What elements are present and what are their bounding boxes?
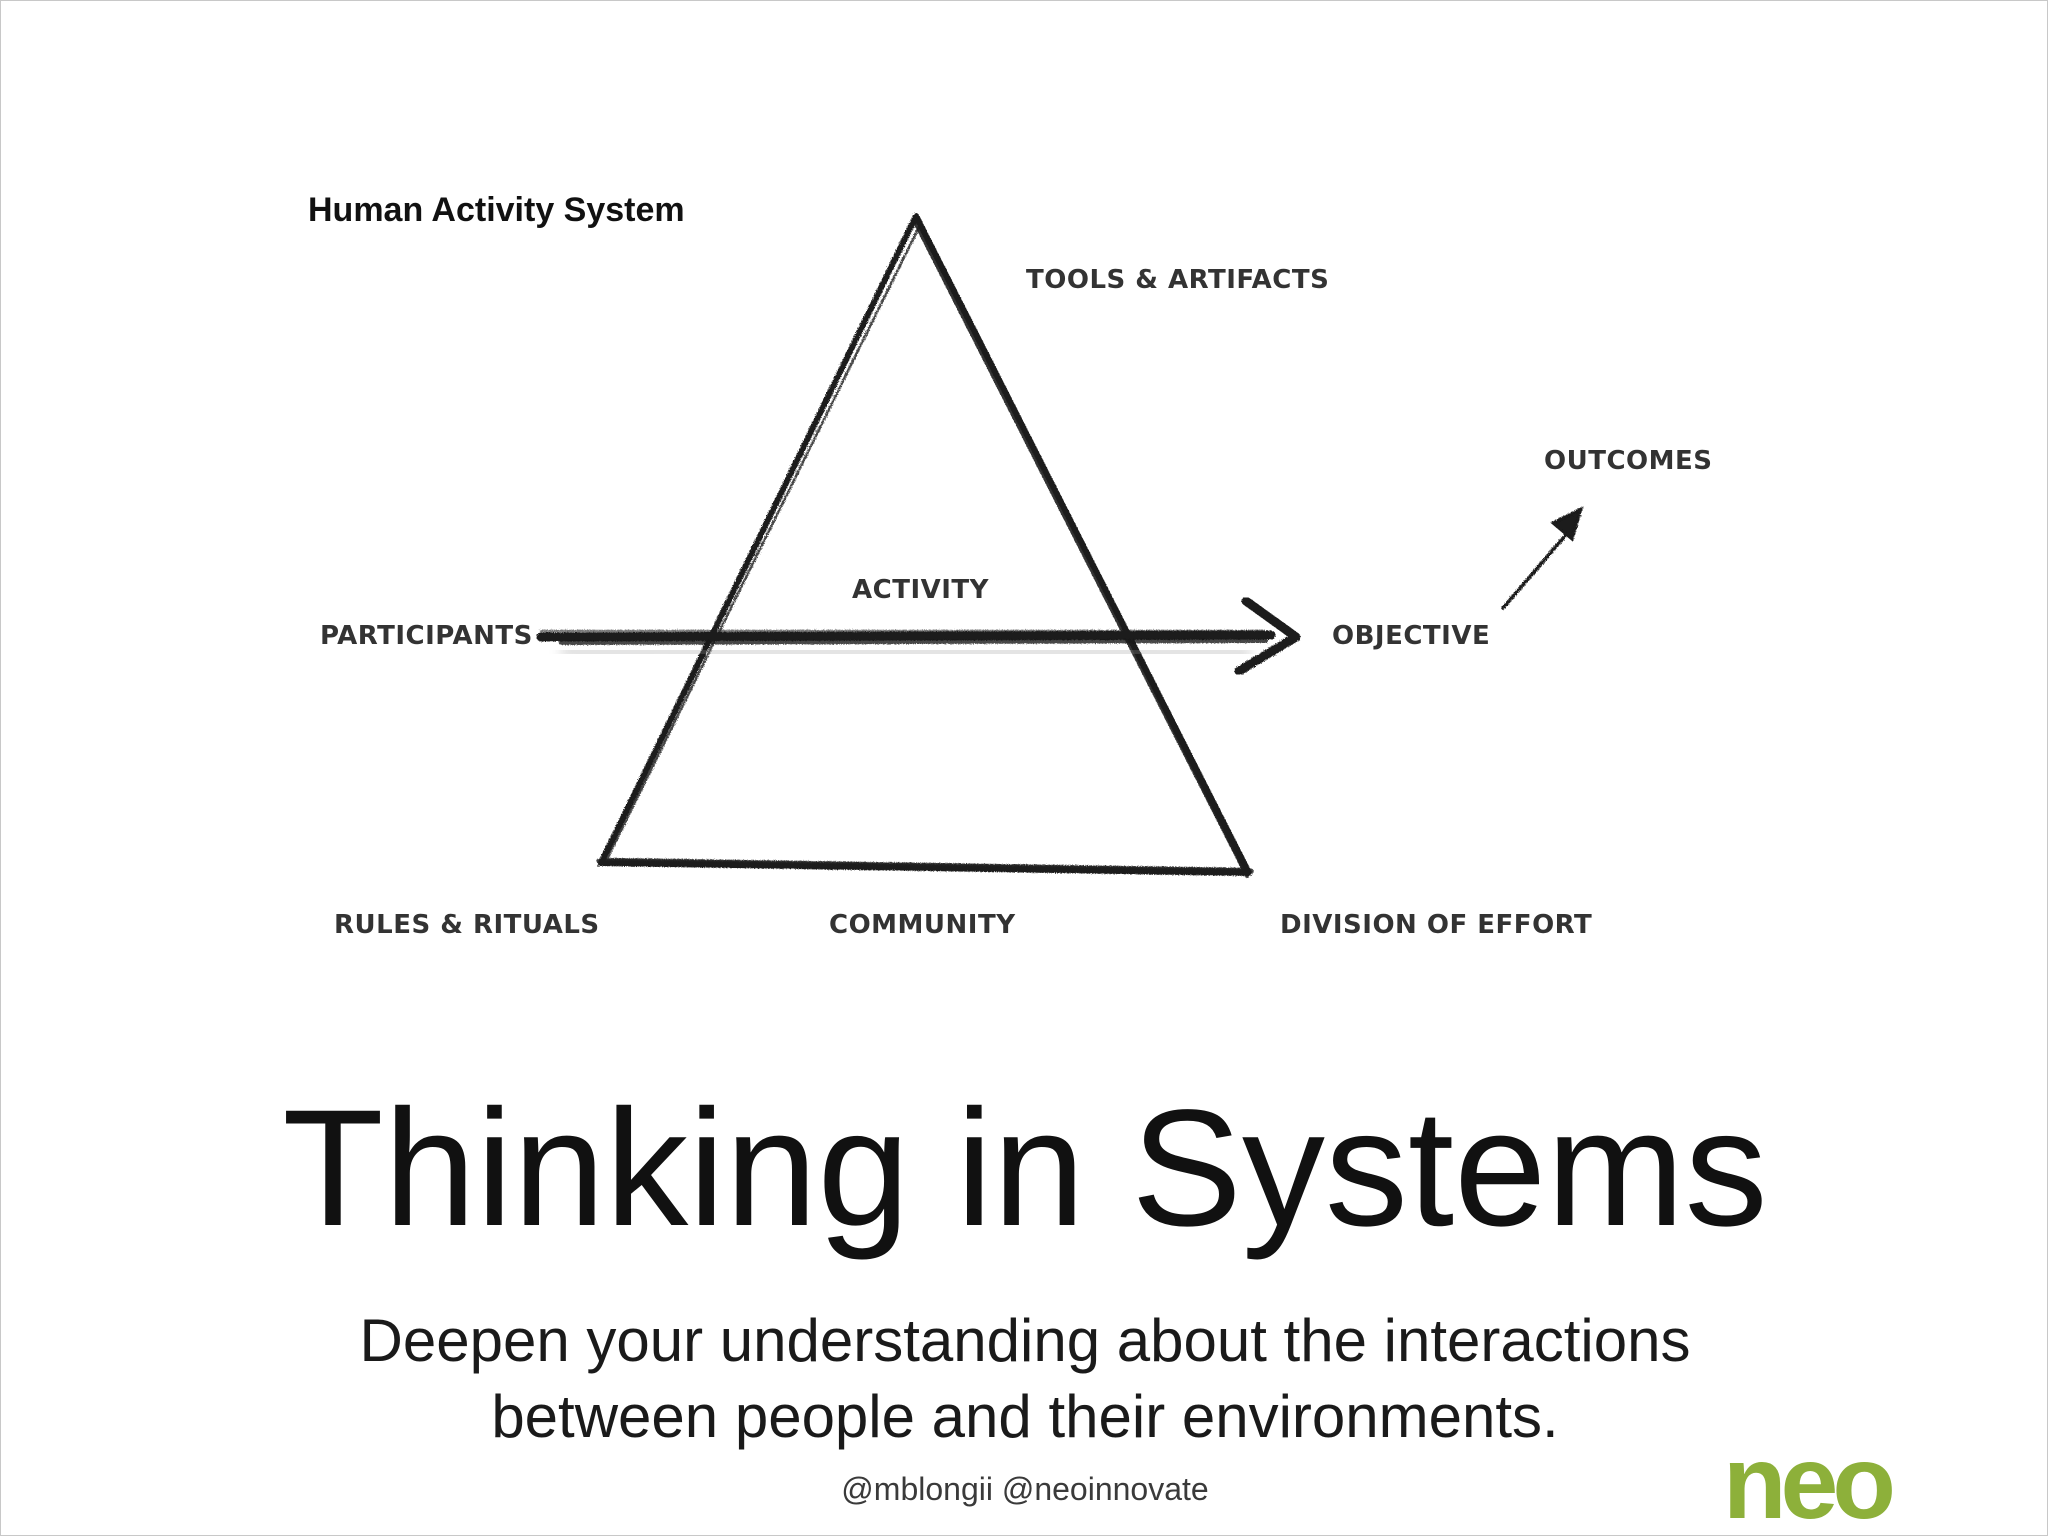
label-community: COMMUNITY bbox=[829, 910, 1016, 940]
social-handles: @mblongii @neoinnovate bbox=[841, 1471, 1209, 1507]
triangle-shape bbox=[596, 213, 1254, 878]
activity-system-diagram: TOOLS & ARTIFACTS OUTCOMES ACTIVITY PART… bbox=[320, 213, 1713, 940]
activity-arrow bbox=[536, 596, 1301, 676]
label-outcomes: OUTCOMES bbox=[1544, 446, 1713, 476]
arrow-shadow bbox=[560, 644, 1252, 660]
label-participants: PARTICIPANTS bbox=[320, 621, 533, 651]
diagram-title: Human Activity System bbox=[308, 191, 685, 229]
label-rules: RULES & RITUALS bbox=[334, 910, 600, 940]
label-activity: ACTIVITY bbox=[852, 575, 990, 605]
neo-logo: neo bbox=[1723, 1425, 1896, 1536]
slide-subtitle: Deepen your understanding about the inte… bbox=[1, 1303, 2047, 1455]
label-division: DIVISION OF EFFORT bbox=[1280, 910, 1592, 940]
subtitle-line-2: between people and their environments. bbox=[491, 1383, 1559, 1450]
slide-title: Thinking in Systems bbox=[282, 1076, 1768, 1261]
subtitle-line-1: Deepen your understanding about the inte… bbox=[359, 1307, 1691, 1374]
outcomes-arrow bbox=[1501, 506, 1584, 610]
label-objective: OBJECTIVE bbox=[1332, 621, 1490, 651]
label-tools: TOOLS & ARTIFACTS bbox=[1026, 265, 1329, 295]
